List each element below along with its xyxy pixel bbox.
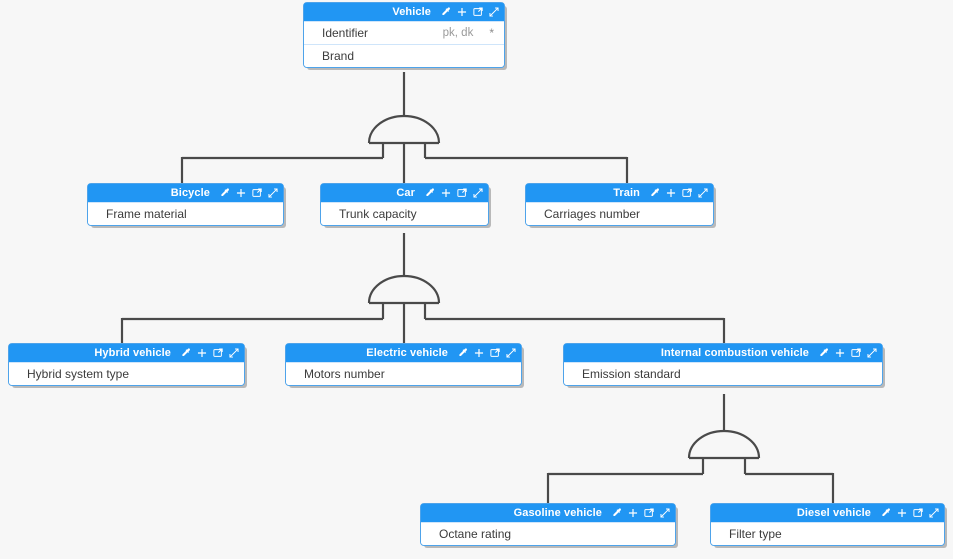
expand-icon[interactable] (697, 187, 709, 199)
external-link-icon[interactable] (681, 187, 693, 199)
entity-electric-vehicle-header[interactable]: Electric vehicle (286, 344, 521, 362)
expand-icon[interactable] (866, 347, 878, 359)
entity-gasoline-vehicle-title: Gasoline vehicle (513, 507, 602, 519)
entity-gasoline-vehicle-header[interactable]: Gasoline vehicle (421, 504, 675, 522)
eyedropper-icon[interactable] (440, 6, 452, 18)
eyedropper-icon[interactable] (818, 347, 830, 359)
entity-diesel-vehicle-toolbar[interactable] (880, 507, 940, 519)
attribute-row[interactable]: Octane rating (421, 522, 675, 545)
external-link-icon[interactable] (912, 507, 924, 519)
external-link-icon[interactable] (456, 187, 468, 199)
attribute-name: Frame material (106, 207, 187, 221)
entity-internal-combustion-vehicle[interactable]: Internal combustion vehicle Emission sta… (563, 343, 883, 386)
entity-internal-combustion-vehicle-title: Internal combustion vehicle (660, 347, 809, 359)
expand-icon[interactable] (928, 507, 940, 519)
entity-train-toolbar[interactable] (649, 187, 709, 199)
entity-internal-combustion-vehicle-toolbar[interactable] (818, 347, 878, 359)
eyedropper-icon[interactable] (424, 187, 436, 199)
entity-electric-vehicle-toolbar[interactable] (457, 347, 517, 359)
entity-diesel-vehicle-header[interactable]: Diesel vehicle (711, 504, 944, 522)
entity-vehicle[interactable]: Vehicle Identifier pk, dk * Brand (303, 2, 505, 68)
plus-icon[interactable] (456, 6, 468, 18)
attribute-row[interactable]: Emission standard (564, 362, 882, 385)
attribute-row[interactable]: Frame material (88, 202, 283, 225)
entity-internal-combustion-vehicle-header[interactable]: Internal combustion vehicle (564, 344, 882, 362)
entity-vehicle-header[interactable]: Vehicle (304, 3, 504, 21)
entity-train-header[interactable]: Train (526, 184, 713, 202)
attribute-row[interactable]: Filter type (711, 522, 944, 545)
entity-diesel-vehicle[interactable]: Diesel vehicle Filter type (710, 503, 945, 546)
attribute-name: Carriages number (544, 207, 641, 221)
plus-icon[interactable] (440, 187, 452, 199)
attribute-cardinality: * (489, 26, 494, 40)
attribute-name: Trunk capacity (339, 207, 417, 221)
generalization-arc-car (367, 274, 441, 304)
entity-hybrid-vehicle-title: Hybrid vehicle (94, 347, 171, 359)
generalization-arc-internal-combustion (687, 429, 761, 459)
entity-car-header[interactable]: Car (321, 184, 488, 202)
plus-icon[interactable] (196, 347, 208, 359)
external-link-icon[interactable] (850, 347, 862, 359)
eyedropper-icon[interactable] (649, 187, 661, 199)
attribute-name: Filter type (729, 527, 782, 541)
entity-train[interactable]: Train Carriages number (525, 183, 714, 226)
eyedropper-icon[interactable] (611, 507, 623, 519)
entity-hybrid-vehicle-toolbar[interactable] (180, 347, 240, 359)
external-link-icon[interactable] (251, 187, 263, 199)
expand-icon[interactable] (659, 507, 671, 519)
plus-icon[interactable] (665, 187, 677, 199)
plus-icon[interactable] (627, 507, 639, 519)
external-link-icon[interactable] (472, 6, 484, 18)
expand-icon[interactable] (228, 347, 240, 359)
attribute-name: Brand (322, 49, 355, 63)
attribute-name: Emission standard (582, 367, 681, 381)
entity-gasoline-vehicle-toolbar[interactable] (611, 507, 671, 519)
attribute-name: Motors number (304, 367, 385, 381)
expand-icon[interactable] (488, 6, 500, 18)
attribute-row[interactable]: Carriages number (526, 202, 713, 225)
plus-icon[interactable] (235, 187, 247, 199)
entity-car-title: Car (396, 187, 415, 199)
generalization-arc-vehicle (367, 114, 441, 144)
attribute-name: Octane rating (439, 527, 512, 541)
eyedropper-icon[interactable] (180, 347, 192, 359)
plus-icon[interactable] (896, 507, 908, 519)
attribute-keys: pk, dk (442, 27, 474, 39)
expand-icon[interactable] (472, 187, 484, 199)
attribute-name: Identifier (322, 26, 369, 40)
attribute-row[interactable]: Identifier pk, dk * (304, 21, 504, 44)
entity-bicycle-header[interactable]: Bicycle (88, 184, 283, 202)
eyedropper-icon[interactable] (880, 507, 892, 519)
entity-electric-vehicle[interactable]: Electric vehicle Motors number (285, 343, 522, 386)
external-link-icon[interactable] (643, 507, 655, 519)
expand-icon[interactable] (267, 187, 279, 199)
entity-bicycle[interactable]: Bicycle Frame material (87, 183, 284, 226)
entity-electric-vehicle-title: Electric vehicle (366, 347, 448, 359)
entity-hybrid-vehicle-header[interactable]: Hybrid vehicle (9, 344, 244, 362)
external-link-icon[interactable] (212, 347, 224, 359)
attribute-row[interactable]: Hybrid system type (9, 362, 244, 385)
attribute-name: Hybrid system type (27, 367, 130, 381)
entity-car[interactable]: Car Trunk capacity (320, 183, 489, 226)
attribute-row[interactable]: Brand (304, 44, 504, 67)
entity-car-toolbar[interactable] (424, 187, 484, 199)
entity-bicycle-title: Bicycle (170, 187, 210, 199)
plus-icon[interactable] (473, 347, 485, 359)
entity-diesel-vehicle-title: Diesel vehicle (796, 507, 871, 519)
eyedropper-icon[interactable] (457, 347, 469, 359)
entity-bicycle-toolbar[interactable] (219, 187, 279, 199)
entity-train-title: Train (613, 187, 640, 199)
entity-vehicle-toolbar[interactable] (440, 6, 500, 18)
expand-icon[interactable] (505, 347, 517, 359)
external-link-icon[interactable] (489, 347, 501, 359)
attribute-row[interactable]: Trunk capacity (321, 202, 488, 225)
entity-gasoline-vehicle[interactable]: Gasoline vehicle Octane rating (420, 503, 676, 546)
attribute-row[interactable]: Motors number (286, 362, 521, 385)
entity-vehicle-title: Vehicle (392, 6, 431, 18)
plus-icon[interactable] (834, 347, 846, 359)
eyedropper-icon[interactable] (219, 187, 231, 199)
entity-hybrid-vehicle[interactable]: Hybrid vehicle Hybrid system type (8, 343, 245, 386)
